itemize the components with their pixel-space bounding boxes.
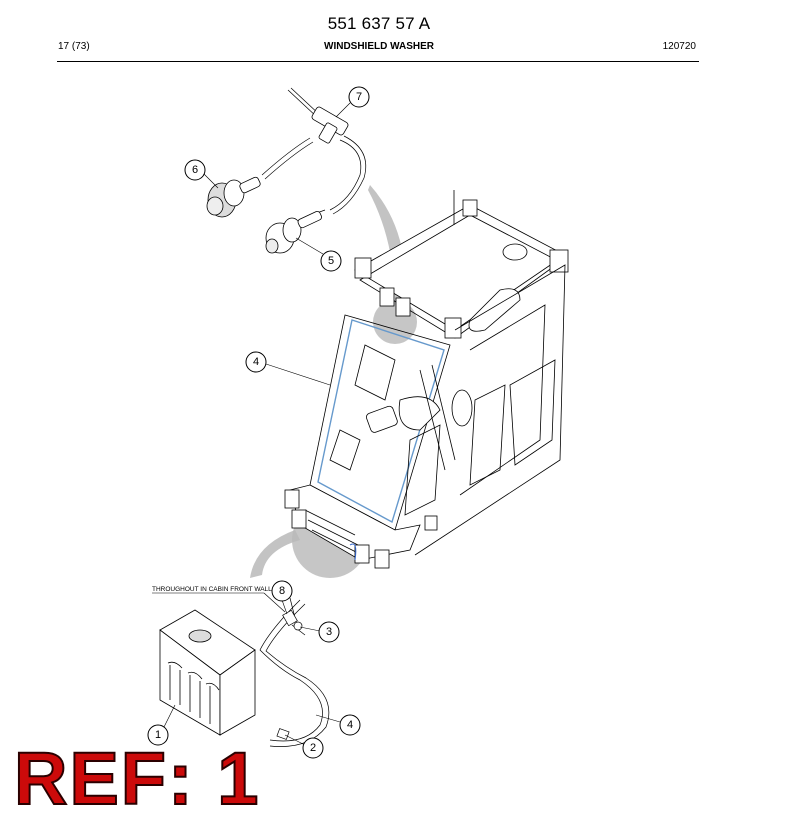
cabin-wall-note: THROUGHOUT IN CABIN FRONT WALL (152, 586, 272, 593)
callout-5: 5 (320, 250, 342, 272)
svg-text:1: 1 (155, 729, 161, 741)
svg-text:4: 4 (347, 719, 353, 731)
callout-2: 2 (302, 737, 324, 759)
cabin-structure (284, 190, 569, 569)
callout-6: 6 (184, 159, 206, 181)
svg-text:2: 2 (310, 742, 316, 754)
callout-4-lower: 4 (339, 714, 361, 736)
callout-4-upper: 4 (245, 351, 267, 373)
callout-7: 7 (348, 86, 370, 108)
callout-1: 1 (147, 724, 169, 746)
page-number: 17 (73) (58, 41, 90, 52)
section-title: WINDSHIELD WASHER (324, 41, 434, 52)
svg-text:4: 4 (253, 356, 259, 368)
pump-part-6 (206, 176, 261, 218)
svg-text:5: 5 (328, 255, 334, 267)
svg-text:7: 7 (356, 91, 362, 103)
t-connector-part (311, 106, 349, 144)
callout-3: 3 (318, 621, 340, 643)
lower-hoses (259, 597, 330, 747)
header-rule (57, 61, 699, 62)
svg-text:3: 3 (326, 626, 332, 638)
pump-part-5 (265, 210, 322, 254)
washer-tank (159, 609, 256, 736)
leader-lines (152, 102, 351, 746)
callout-8: 8 (271, 580, 293, 602)
document-number: 551 637 57 A (327, 14, 431, 33)
ref-label: REF: 1 (13, 737, 261, 820)
upper-hoses (261, 87, 367, 223)
revision-code: 120720 (662, 41, 696, 52)
svg-text:8: 8 (279, 585, 285, 597)
svg-text:6: 6 (192, 164, 198, 176)
